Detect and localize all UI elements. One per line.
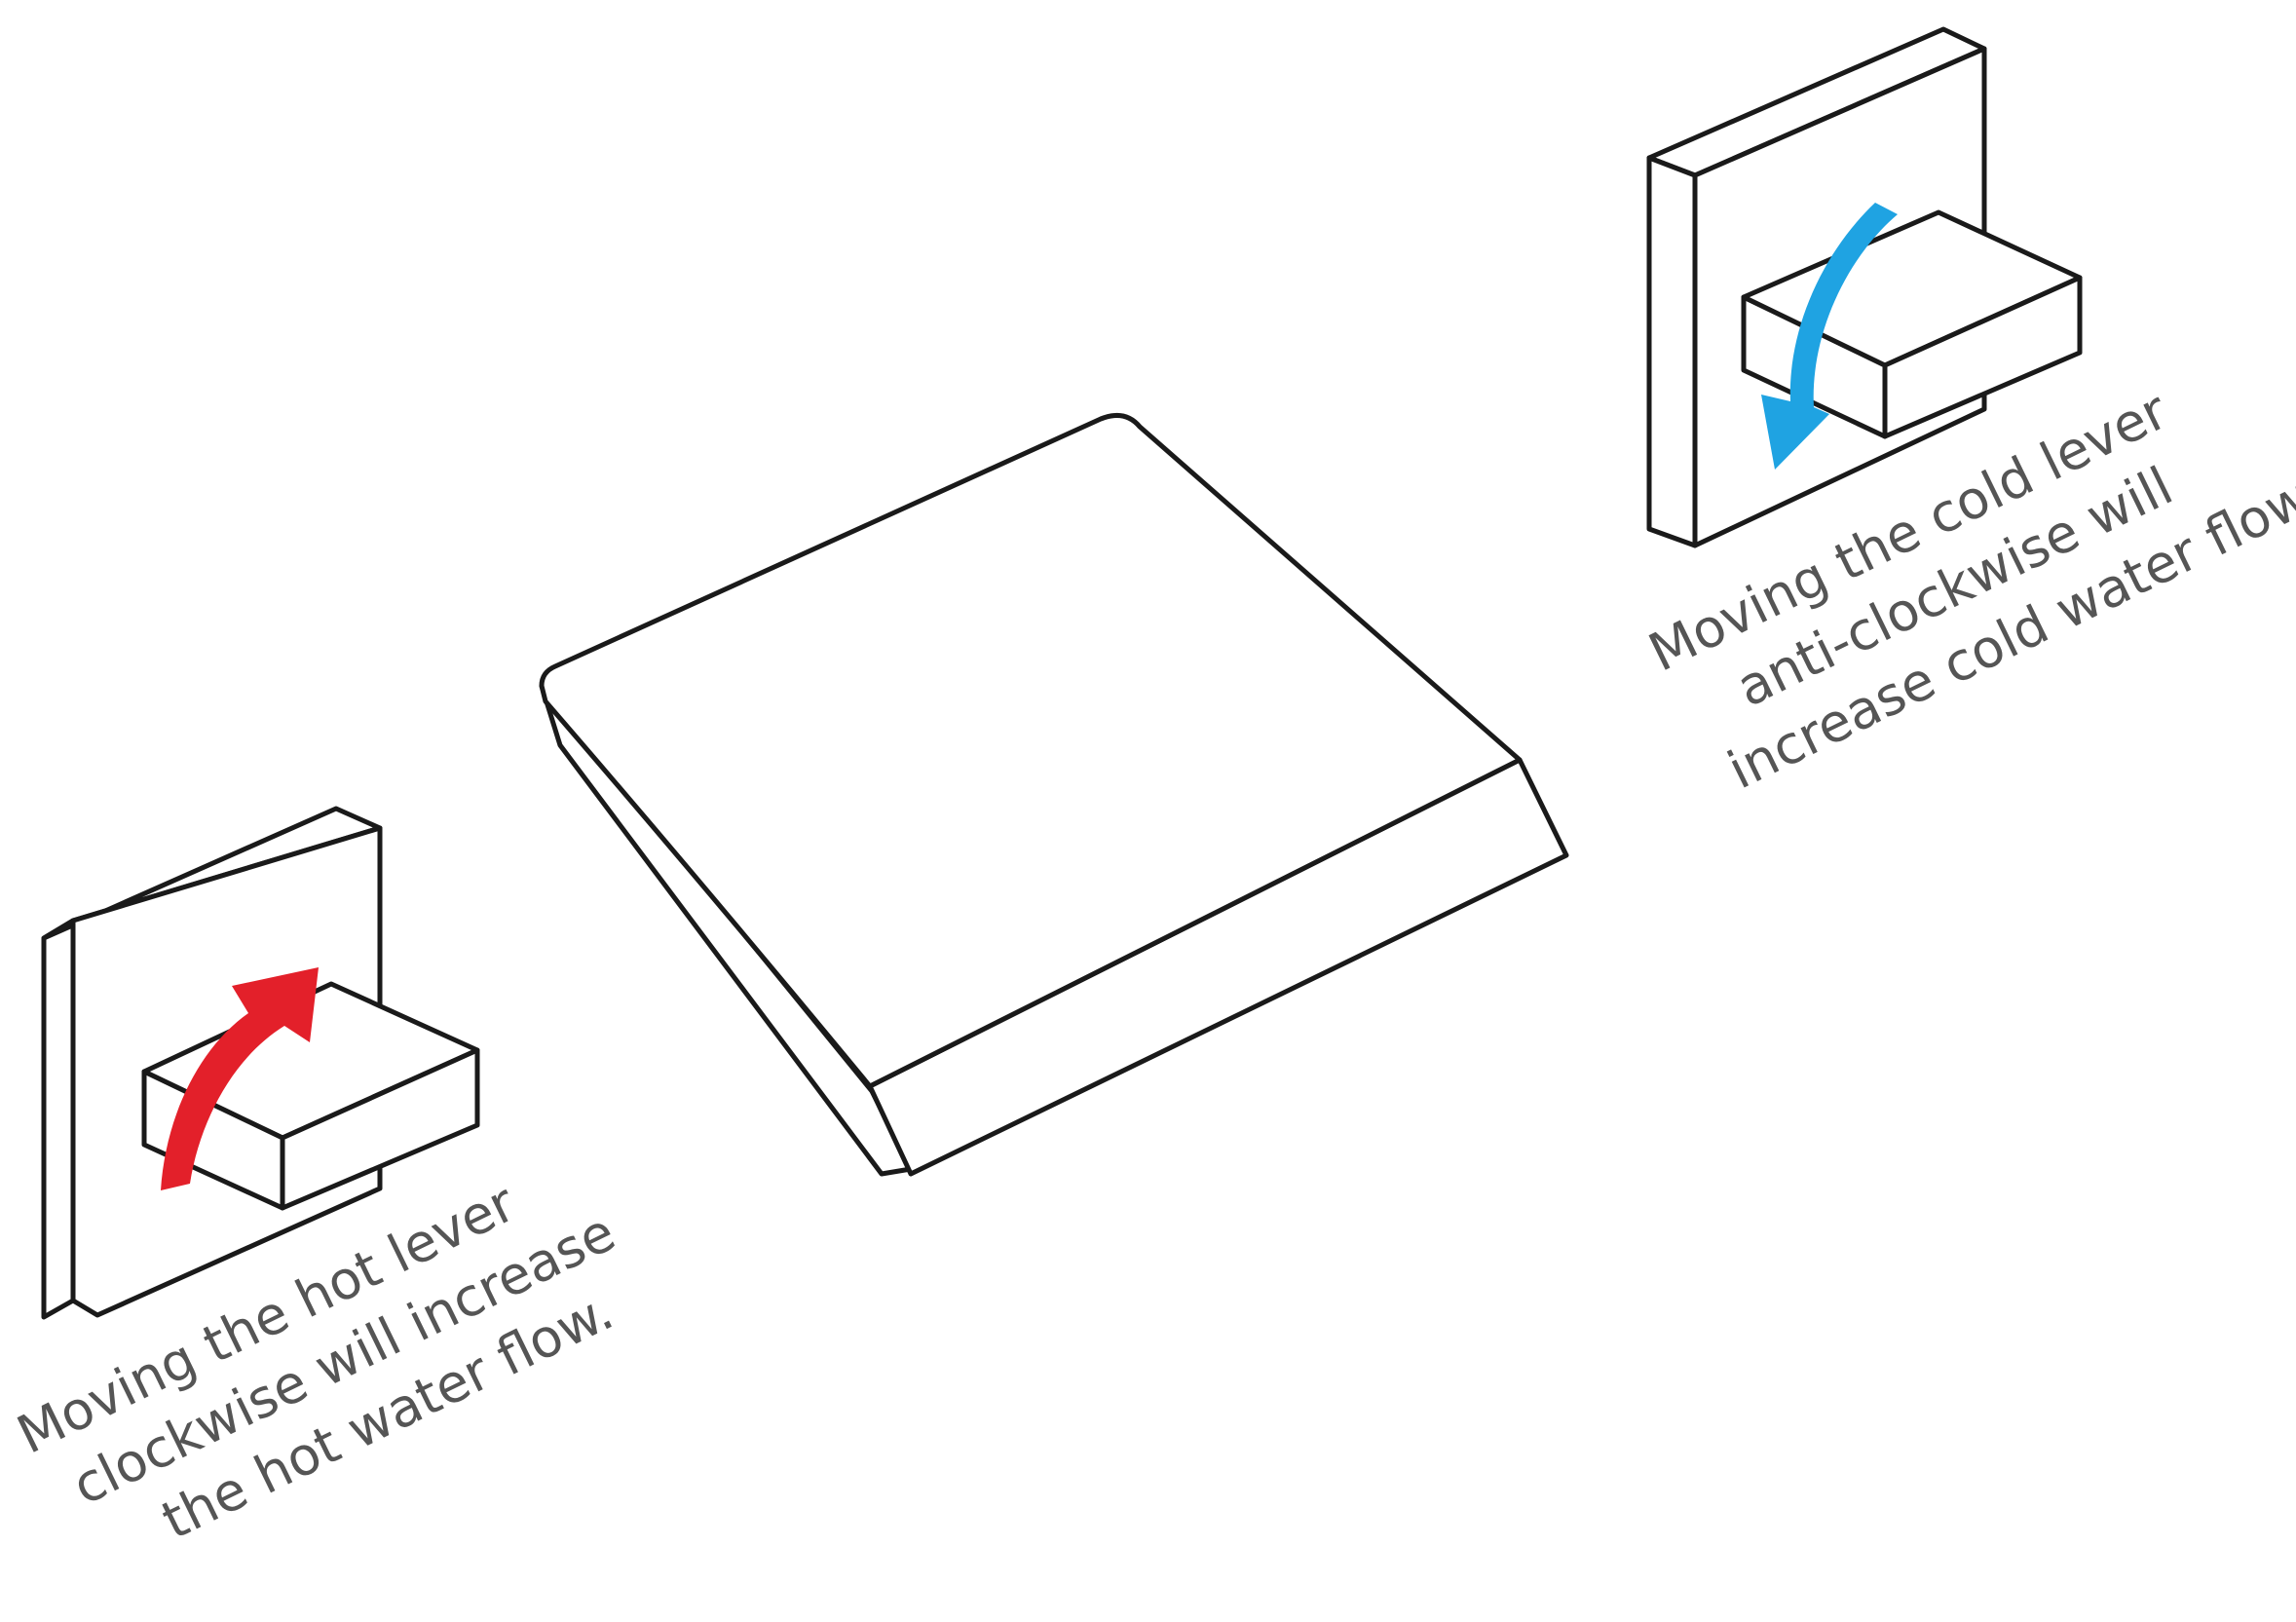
cold-lever-front xyxy=(1882,275,2083,439)
hot-lever-side xyxy=(141,1069,285,1211)
spout-top-surface xyxy=(539,412,1523,1089)
cold-lever-assembly xyxy=(1646,26,2083,548)
clockwise-arrow-icon xyxy=(161,967,319,1190)
waterfall-spout xyxy=(539,412,1569,1177)
hot-lever-assembly xyxy=(41,806,480,1320)
anticlockwise-arrow-icon xyxy=(1761,203,1898,470)
cold-backplate-side xyxy=(1646,155,1698,548)
hot-backplate-side xyxy=(41,918,76,1320)
